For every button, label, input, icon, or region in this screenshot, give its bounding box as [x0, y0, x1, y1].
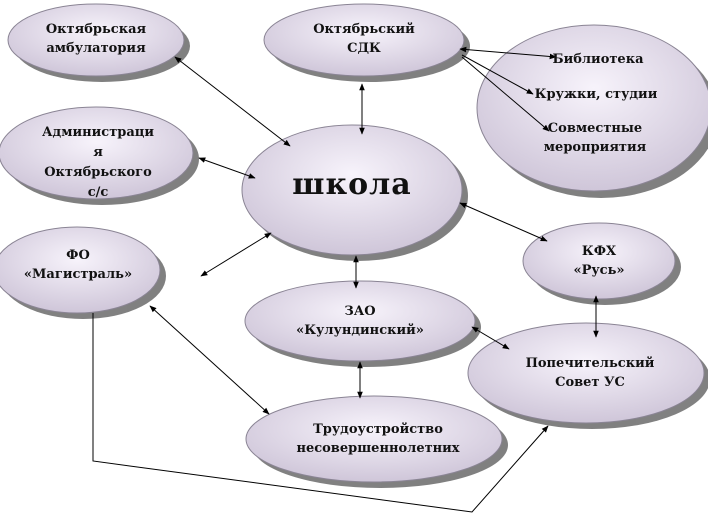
kfh-line1: КФХ: [581, 244, 617, 260]
zao-line2: «Кулундинский»: [296, 323, 424, 338]
label-administration: Администраци я Октябрьского с/с: [10, 120, 186, 206]
label-sdk-joint: Совместные мероприятия: [535, 119, 655, 159]
node-ambulatoria: [7, 3, 185, 77]
connectors: [92, 46, 599, 513]
label-council: Попечительский Совет УС: [480, 348, 700, 400]
connector-zao-council: [471, 326, 510, 350]
school-title: школа: [292, 167, 412, 203]
employment-line2: несовершеннолетних: [296, 441, 460, 456]
administration-line2: я: [93, 144, 103, 160]
connector-sdk-clubs: [461, 54, 534, 95]
label-zao: ЗАО «Кулундинский»: [245, 296, 475, 348]
node-employment: [245, 395, 503, 483]
node-school: [241, 124, 463, 256]
ambulatoria-line2: амбулатория: [46, 41, 146, 56]
joint-line2: мероприятия: [543, 140, 647, 155]
node-fo: [0, 226, 161, 314]
label-fo: ФО «Магистраль»: [0, 238, 156, 294]
council-line1: Попечительский: [525, 356, 655, 372]
node-kfh: [522, 222, 676, 300]
connector-fo-school: [200, 232, 272, 277]
administration-line4: с/с: [87, 185, 109, 201]
label-sdk-library: Библиотека: [548, 50, 648, 70]
connector-sdk-joint: [461, 56, 550, 132]
node-sdk-group: [476, 24, 708, 192]
kfh-line2: «Русь»: [573, 263, 625, 278]
label-ambulatoria: Октябрьская амбулатория: [8, 8, 184, 72]
label-sdk: Октябрьский СДК: [264, 8, 464, 72]
clubs-text: Кружки, студии: [534, 86, 658, 102]
label-sdk-clubs: Кружки, студии: [531, 85, 661, 105]
connector-fo-council: [92, 313, 549, 513]
sdk-line2: СДК: [347, 41, 381, 56]
connector-ambulatoria-school: [174, 56, 291, 147]
administration-line1: Администраци: [41, 124, 155, 140]
council-line2: Совет УС: [555, 375, 625, 390]
fo-line2: «Магистраль»: [23, 267, 133, 282]
library-text: Библиотека: [552, 51, 644, 67]
connector-sdk-library: [459, 46, 557, 60]
ambulatoria-line1: Октябрьская: [45, 22, 147, 38]
zao-line1: ЗАО: [344, 304, 376, 320]
sdk-line1: Октябрьский: [313, 22, 415, 38]
node-administration: [0, 106, 194, 200]
label-school: школа: [242, 160, 462, 210]
connector-fo-employment: [149, 305, 270, 415]
administration-line3: Октябрьского: [44, 165, 152, 180]
employment-line1: Трудоустройство: [313, 422, 443, 438]
connector-administration-school: [198, 157, 256, 179]
connector-school-kfh: [459, 202, 548, 242]
node-sdk: [263, 3, 465, 77]
fo-line1: ФО: [66, 248, 90, 264]
node-council: [467, 322, 705, 424]
joint-line1: Совместные: [547, 121, 643, 137]
label-kfh: КФХ «Русь»: [523, 236, 675, 288]
label-employment: Трудоустройство несовершеннолетних: [250, 414, 506, 466]
